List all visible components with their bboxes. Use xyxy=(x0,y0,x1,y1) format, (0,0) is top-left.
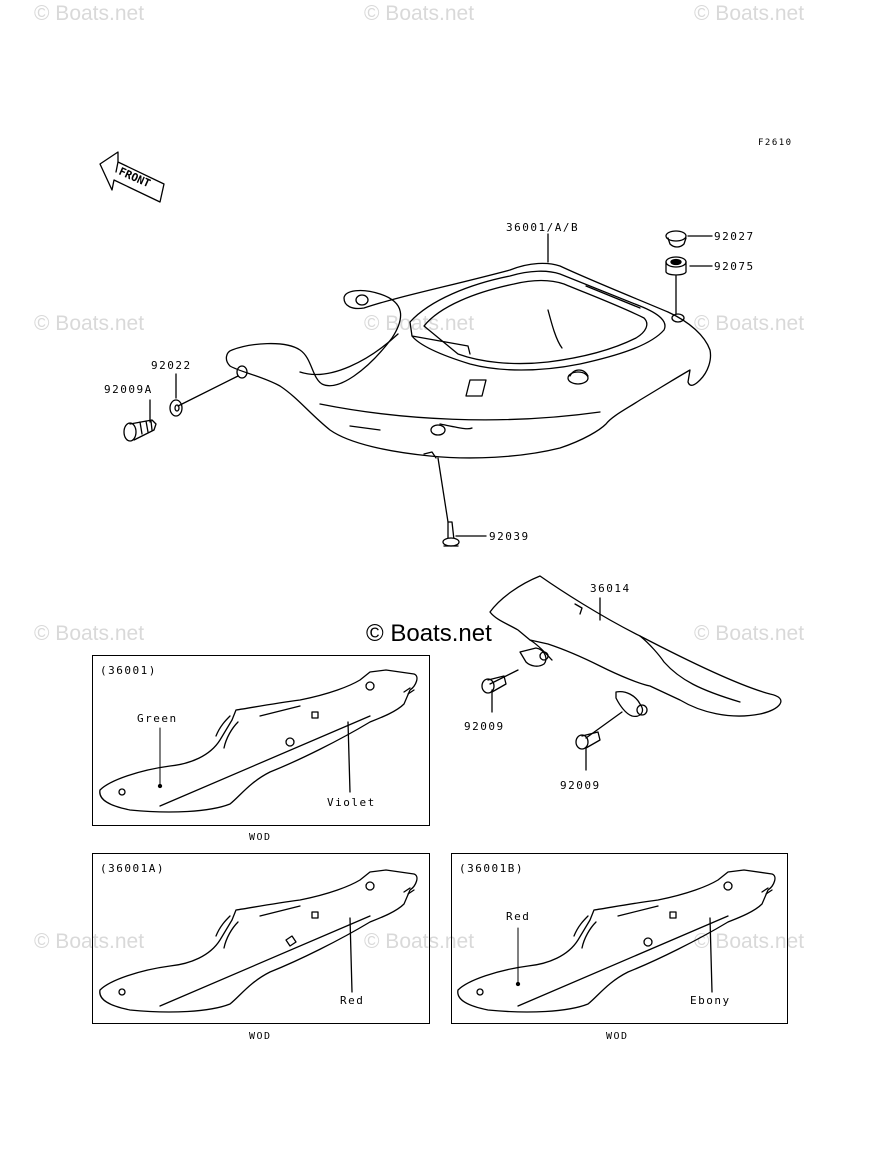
part-label-92022[interactable]: 92022 xyxy=(151,359,192,372)
watermark: © Boats.net xyxy=(364,312,475,335)
color-label-violet: Violet xyxy=(327,796,376,809)
watermark: © Boats.net xyxy=(34,312,145,335)
watermark: © Boats.net xyxy=(694,622,805,645)
color-label-green: Green xyxy=(137,712,178,725)
front-label: FRONT xyxy=(117,165,153,190)
finish-label: WOD xyxy=(249,832,272,843)
part-label-92027[interactable]: 92027 xyxy=(714,230,755,243)
part-label-36014[interactable]: 36014 xyxy=(590,582,631,595)
watermark: © Boats.net xyxy=(694,312,805,335)
variant-36001a-drawing xyxy=(99,869,418,1013)
seat-cover-main-drawing xyxy=(225,262,712,459)
watermark: © Boats.net xyxy=(364,2,475,25)
part-label-92009-upper[interactable]: 92009 xyxy=(464,720,505,733)
main-watermark: © Boats.net xyxy=(366,620,492,647)
part-label-92039[interactable]: 92039 xyxy=(489,530,530,543)
part-label-92009-lower[interactable]: 92009 xyxy=(560,779,601,792)
variant-box-36001b xyxy=(451,853,788,1024)
watermark: © Boats.net xyxy=(34,930,145,953)
watermark: © Boats.net xyxy=(364,930,475,953)
figure-code: F2610 xyxy=(758,138,793,148)
variant-box-36001 xyxy=(92,655,430,826)
front-arrow-icon: FRONT xyxy=(99,151,165,203)
variant-36001-drawing xyxy=(99,669,418,813)
variant-code: (36001A) xyxy=(100,862,165,875)
variant-36001b-drawing xyxy=(457,869,776,1013)
watermark: © Boats.net xyxy=(34,622,145,645)
color-label-red: Red xyxy=(340,994,365,1007)
watermark: © Boats.net xyxy=(34,2,145,25)
hardware-parts xyxy=(123,230,782,750)
variant-code: (36001B) xyxy=(459,862,524,875)
variant-box-36001a xyxy=(92,853,430,1024)
part-label-92075[interactable]: 92075 xyxy=(714,260,755,273)
part-label-92009a[interactable]: 92009A xyxy=(104,383,153,396)
finish-label: WOD xyxy=(249,1031,272,1042)
watermark: © Boats.net xyxy=(694,2,805,25)
watermark: © Boats.net xyxy=(694,930,805,953)
variant-code: (36001) xyxy=(100,664,157,677)
color-label-red: Red xyxy=(506,910,531,923)
color-label-ebony: Ebony xyxy=(690,994,731,1007)
finish-label: WOD xyxy=(606,1031,629,1042)
part-label-36001-a-b[interactable]: 36001/A/B xyxy=(506,221,580,234)
